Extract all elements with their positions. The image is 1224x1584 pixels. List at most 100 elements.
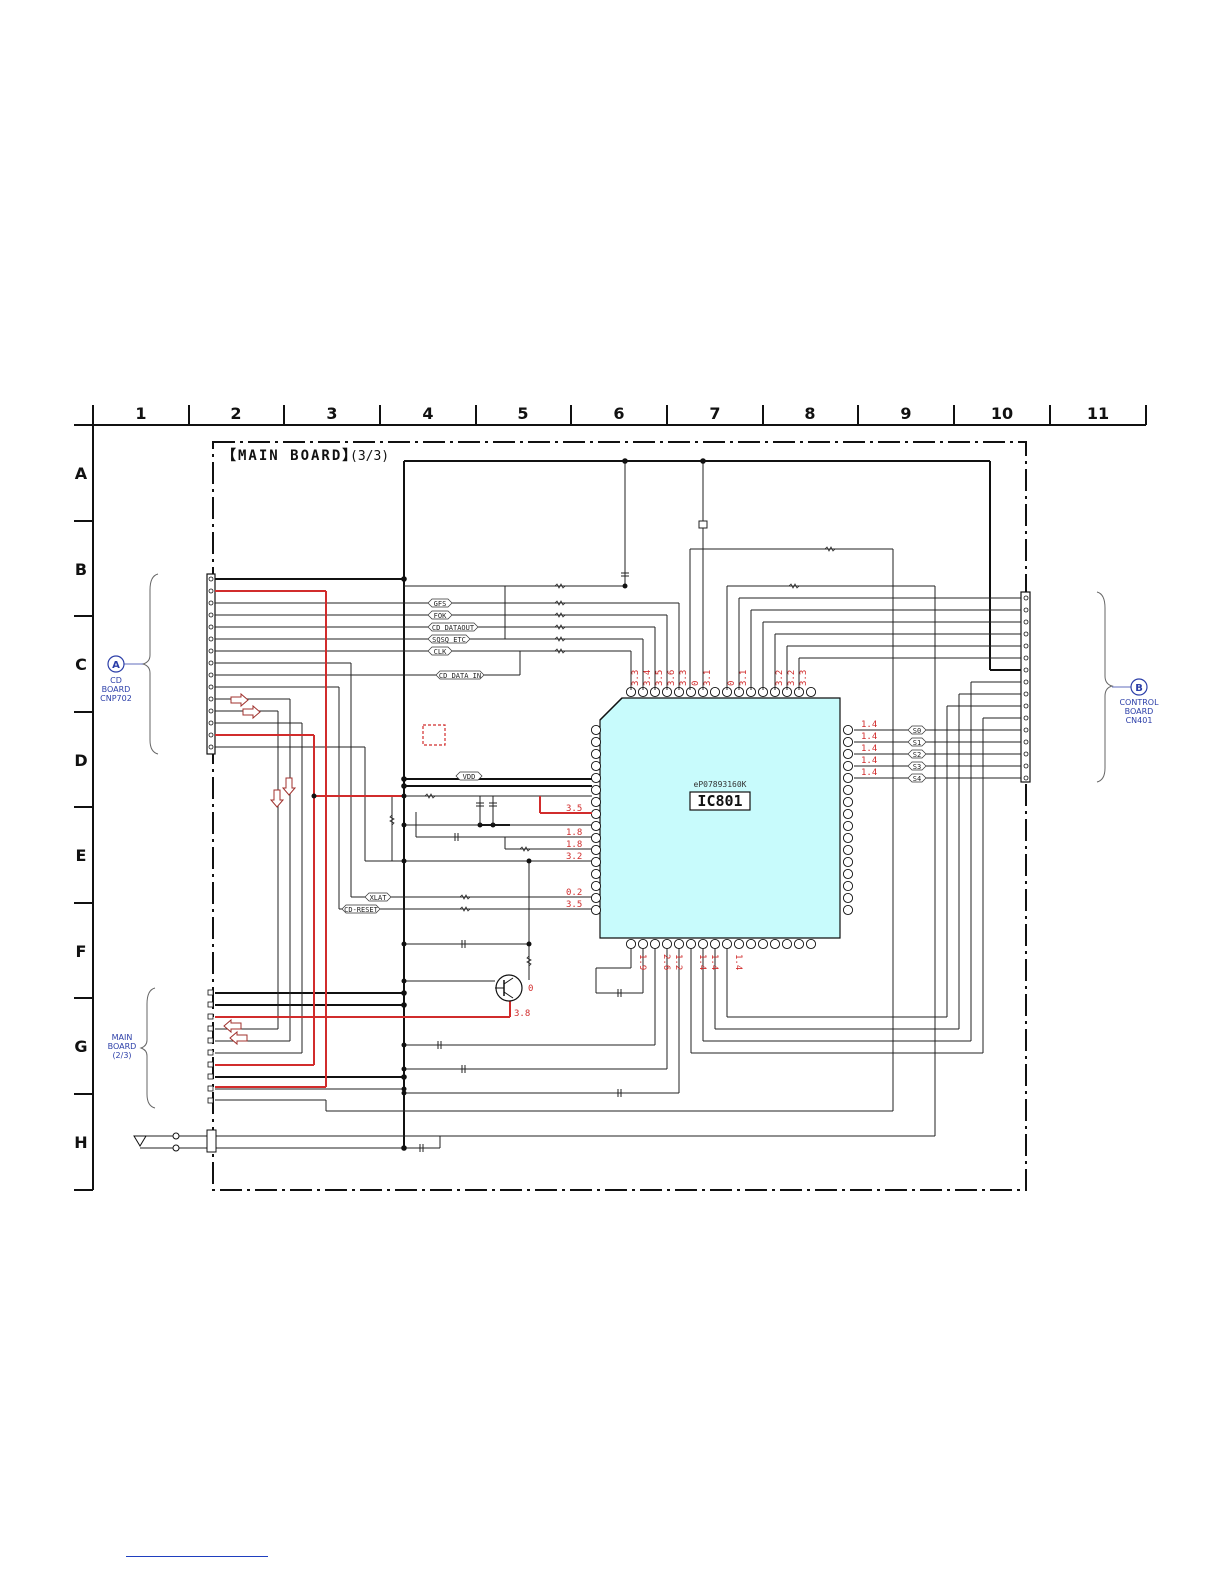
ic-pin bbox=[590, 844, 602, 856]
row-label-a: A bbox=[75, 464, 88, 483]
row-label-h: H bbox=[74, 1133, 87, 1152]
ic-pin bbox=[842, 724, 854, 736]
row-label-e: E bbox=[76, 846, 87, 865]
col-label-9: 9 bbox=[900, 404, 911, 423]
cd-board-line-3: CNP702 bbox=[100, 694, 132, 703]
ic-pin bbox=[721, 938, 733, 950]
control-board-connector bbox=[1020, 591, 1031, 783]
ic-pin bbox=[842, 772, 854, 784]
resistor-icon bbox=[788, 583, 800, 589]
volt-right-2: 1.4 bbox=[861, 732, 877, 742]
row-label-g: G bbox=[74, 1037, 87, 1056]
ic-pin bbox=[842, 904, 854, 916]
ic-name: IC801 bbox=[697, 792, 742, 810]
volt-top-9: 3.1 bbox=[739, 670, 749, 686]
ic-pin bbox=[590, 784, 602, 796]
main-board-2-line-2: BOARD bbox=[108, 1042, 137, 1051]
ic-pin bbox=[842, 880, 854, 892]
ic-pin bbox=[590, 748, 602, 760]
volt-top-6: 0 bbox=[691, 681, 701, 686]
resistor-icon bbox=[554, 648, 566, 654]
col-label-10: 10 bbox=[991, 404, 1013, 423]
volt-top-1: 3.3 bbox=[631, 670, 641, 686]
resistor-icon bbox=[824, 546, 836, 552]
arrow-down-icon bbox=[281, 777, 297, 796]
control-board-line-2: BOARD bbox=[1125, 707, 1154, 716]
column-ruler: 1 2 3 4 5 6 7 8 9 10 11 bbox=[74, 404, 1147, 426]
arrow-down-icon bbox=[269, 789, 285, 808]
footer-link-underline[interactable] bbox=[126, 1556, 268, 1557]
voltage-labels-left: 3.5 1.8 1.8 3.2 0.2 3.5 bbox=[566, 804, 582, 910]
col-label-2: 2 bbox=[230, 404, 241, 423]
capacitor-icon bbox=[454, 833, 459, 841]
arrow-left-icon bbox=[229, 1030, 248, 1046]
volt-top-7: 3.1 bbox=[703, 670, 713, 686]
board-title-sub: (3/3) bbox=[350, 449, 389, 464]
signal-xlat: XLAT bbox=[370, 894, 388, 902]
signal-fok: FOK bbox=[434, 612, 447, 620]
signal-s1: S1 bbox=[913, 739, 921, 747]
ic-pin bbox=[625, 938, 637, 950]
signal-cd-dataout: CD DATAOUT bbox=[432, 624, 475, 632]
capacitor-icon bbox=[617, 1089, 622, 1097]
signal-cd-reset: CD-RESET bbox=[344, 906, 379, 914]
ic-pin bbox=[590, 736, 602, 748]
signal-labels: GFS FOK CD DATAOUT SQSQ ETC CLK CD DATA … bbox=[341, 598, 927, 914]
ic-pin bbox=[842, 844, 854, 856]
capacitor-icon bbox=[419, 1144, 424, 1152]
resistor-icon bbox=[554, 624, 566, 630]
capacitor-icon bbox=[476, 796, 484, 825]
resistor-icon bbox=[459, 894, 471, 900]
volt-right-4: 1.4 bbox=[861, 756, 877, 766]
red-dashed-box bbox=[422, 724, 446, 746]
row-label-b: B bbox=[75, 560, 87, 579]
capacitor-icon bbox=[461, 940, 466, 948]
ic-pin bbox=[649, 938, 661, 950]
control-board-line-1: CONTROL bbox=[1119, 698, 1159, 707]
volt-bottom-4: 1.4 bbox=[697, 954, 707, 970]
volt-top-2: 3.4 bbox=[643, 670, 653, 686]
main-board-2-line-1: MAIN bbox=[112, 1033, 133, 1042]
control-board-brace bbox=[1096, 591, 1114, 783]
capacitor-icon bbox=[437, 1041, 442, 1049]
cd-board-line-1: CD bbox=[110, 676, 122, 685]
ic-pin bbox=[793, 938, 805, 950]
signal-cd-data-in: CD DATA IN bbox=[439, 672, 481, 680]
volt-top-4: 3.6 bbox=[667, 670, 677, 686]
col-label-7: 7 bbox=[709, 404, 720, 423]
col-label-3: 3 bbox=[326, 404, 337, 423]
volt-top-10: 3.2 bbox=[775, 670, 785, 686]
ic-pin bbox=[590, 868, 602, 880]
volt-bottom-1: 1.9 bbox=[637, 954, 647, 970]
col-label-11: 11 bbox=[1087, 404, 1109, 423]
main-board-2-pins bbox=[207, 989, 214, 1104]
volt-left-5: 0.2 bbox=[566, 888, 582, 898]
arrow-left-icon bbox=[223, 1018, 242, 1034]
volt-left-1: 3.5 bbox=[566, 804, 582, 814]
volt-top-3: 3.5 bbox=[655, 670, 665, 686]
row-ruler: A B C D E F G H bbox=[74, 424, 94, 1191]
ic-pin bbox=[842, 796, 854, 808]
signal-s4: S4 bbox=[913, 775, 921, 783]
capacitor-icon bbox=[489, 796, 497, 825]
resistor-icon bbox=[424, 793, 436, 799]
volt-bottom-2: 2.6 bbox=[661, 954, 671, 970]
ic-pin bbox=[637, 938, 649, 950]
row-label-d: D bbox=[74, 751, 87, 770]
voltage-labels-right: 1.4 1.4 1.4 1.4 1.4 bbox=[861, 720, 877, 778]
volt-top-12: 3.3 bbox=[799, 670, 809, 686]
ic-pin bbox=[590, 796, 602, 808]
ic-pin bbox=[842, 748, 854, 760]
ic-pin bbox=[757, 938, 769, 950]
ic-pin bbox=[590, 832, 602, 844]
ic-pin bbox=[590, 820, 602, 832]
volt-top-11: 3.2 bbox=[787, 670, 797, 686]
cd-board-line-2: BOARD bbox=[102, 685, 131, 694]
resistor-icon bbox=[554, 636, 566, 642]
volt-transistor-e: 3.8 bbox=[514, 1009, 530, 1019]
resistor-icon bbox=[554, 612, 566, 618]
resistor-icon bbox=[459, 906, 471, 912]
signal-s3: S3 bbox=[913, 763, 921, 771]
main-board-2-brace bbox=[139, 987, 156, 1109]
voltage-labels-top: 3.3 3.4 3.5 3.6 3.3 0 3.1 0 3.1 3.2 3.2 … bbox=[631, 670, 809, 686]
